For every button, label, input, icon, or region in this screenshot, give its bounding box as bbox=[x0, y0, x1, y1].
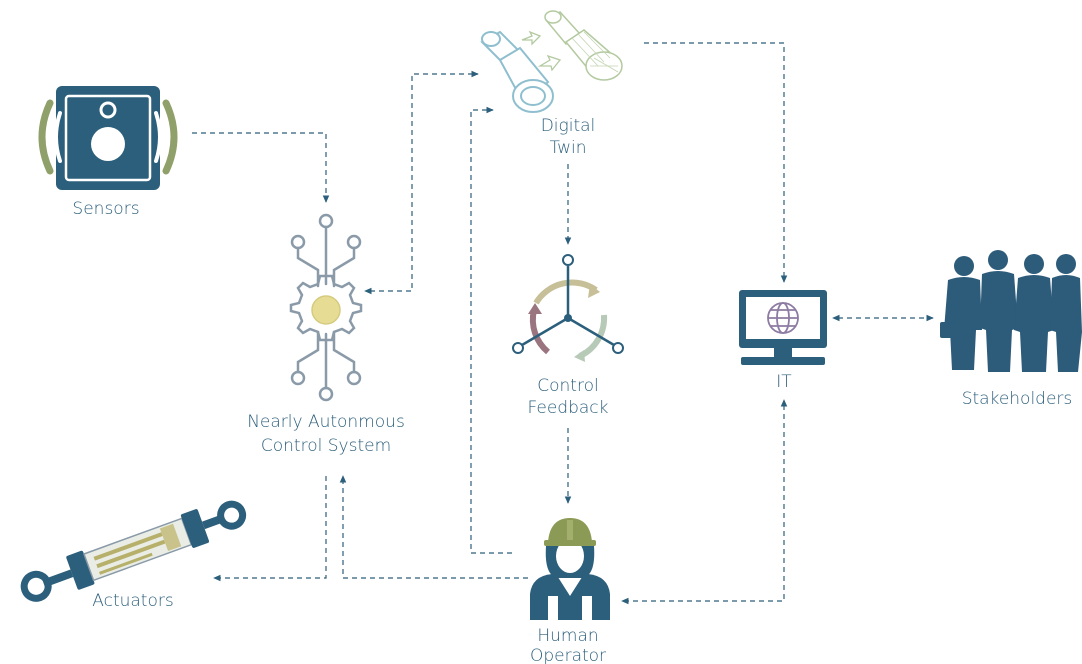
node-human-operator: Human Operator bbox=[530, 518, 610, 664]
cylinder-twin-icon bbox=[480, 10, 623, 113]
sensors-label: Sensors bbox=[72, 199, 139, 219]
arrow-control-to-actuators bbox=[213, 476, 327, 582]
it-label: IT bbox=[776, 372, 792, 392]
control-feedback-label-line2: Feedback bbox=[528, 398, 609, 418]
hydraulic-cylinder-icon bbox=[20, 500, 247, 602]
control-system-label-line2: Control System bbox=[261, 436, 391, 456]
human-operator-label-line1: Human bbox=[537, 626, 598, 646]
circuit-gear-icon bbox=[289, 213, 363, 402]
human-operator-label-line2: Operator bbox=[530, 646, 606, 664]
core-circle bbox=[311, 295, 341, 325]
actuators-label: Actuators bbox=[92, 591, 173, 611]
control-system-label-line1: Nearly Autonmous bbox=[247, 412, 405, 432]
worker-helmet-icon bbox=[530, 518, 610, 620]
arrow-operator-to-control bbox=[339, 475, 528, 579]
arrow-sensors-to-control bbox=[192, 132, 330, 203]
node-digital-twin: Digital Twin bbox=[480, 10, 623, 158]
arrow-twin-to-it bbox=[644, 42, 788, 283]
node-stakeholders: Stakeholders bbox=[940, 250, 1082, 409]
monitor-globe-icon bbox=[739, 290, 827, 365]
digital-twin-label-line1: Digital bbox=[541, 116, 596, 136]
arrow-control-twin bbox=[364, 70, 479, 295]
digital-twin-label-line2: Twin bbox=[550, 138, 587, 158]
people-group-icon bbox=[940, 250, 1082, 372]
node-actuators: Actuators bbox=[20, 500, 247, 611]
node-control-feedback: Control Feedback bbox=[512, 254, 624, 418]
control-feedback-label-line1: Control bbox=[537, 376, 598, 396]
node-control-system: Nearly Autonmous Control System bbox=[247, 213, 405, 456]
connectors bbox=[192, 42, 934, 605]
arrow-it-operator bbox=[621, 399, 788, 605]
arrow-operator-to-twin bbox=[470, 106, 512, 554]
node-it: IT bbox=[739, 290, 827, 392]
stakeholders-label: Stakeholders bbox=[962, 389, 1073, 409]
sensor-icon bbox=[38, 86, 178, 190]
node-sensors: Sensors bbox=[38, 86, 178, 219]
feedback-cycle-icon bbox=[512, 254, 624, 362]
